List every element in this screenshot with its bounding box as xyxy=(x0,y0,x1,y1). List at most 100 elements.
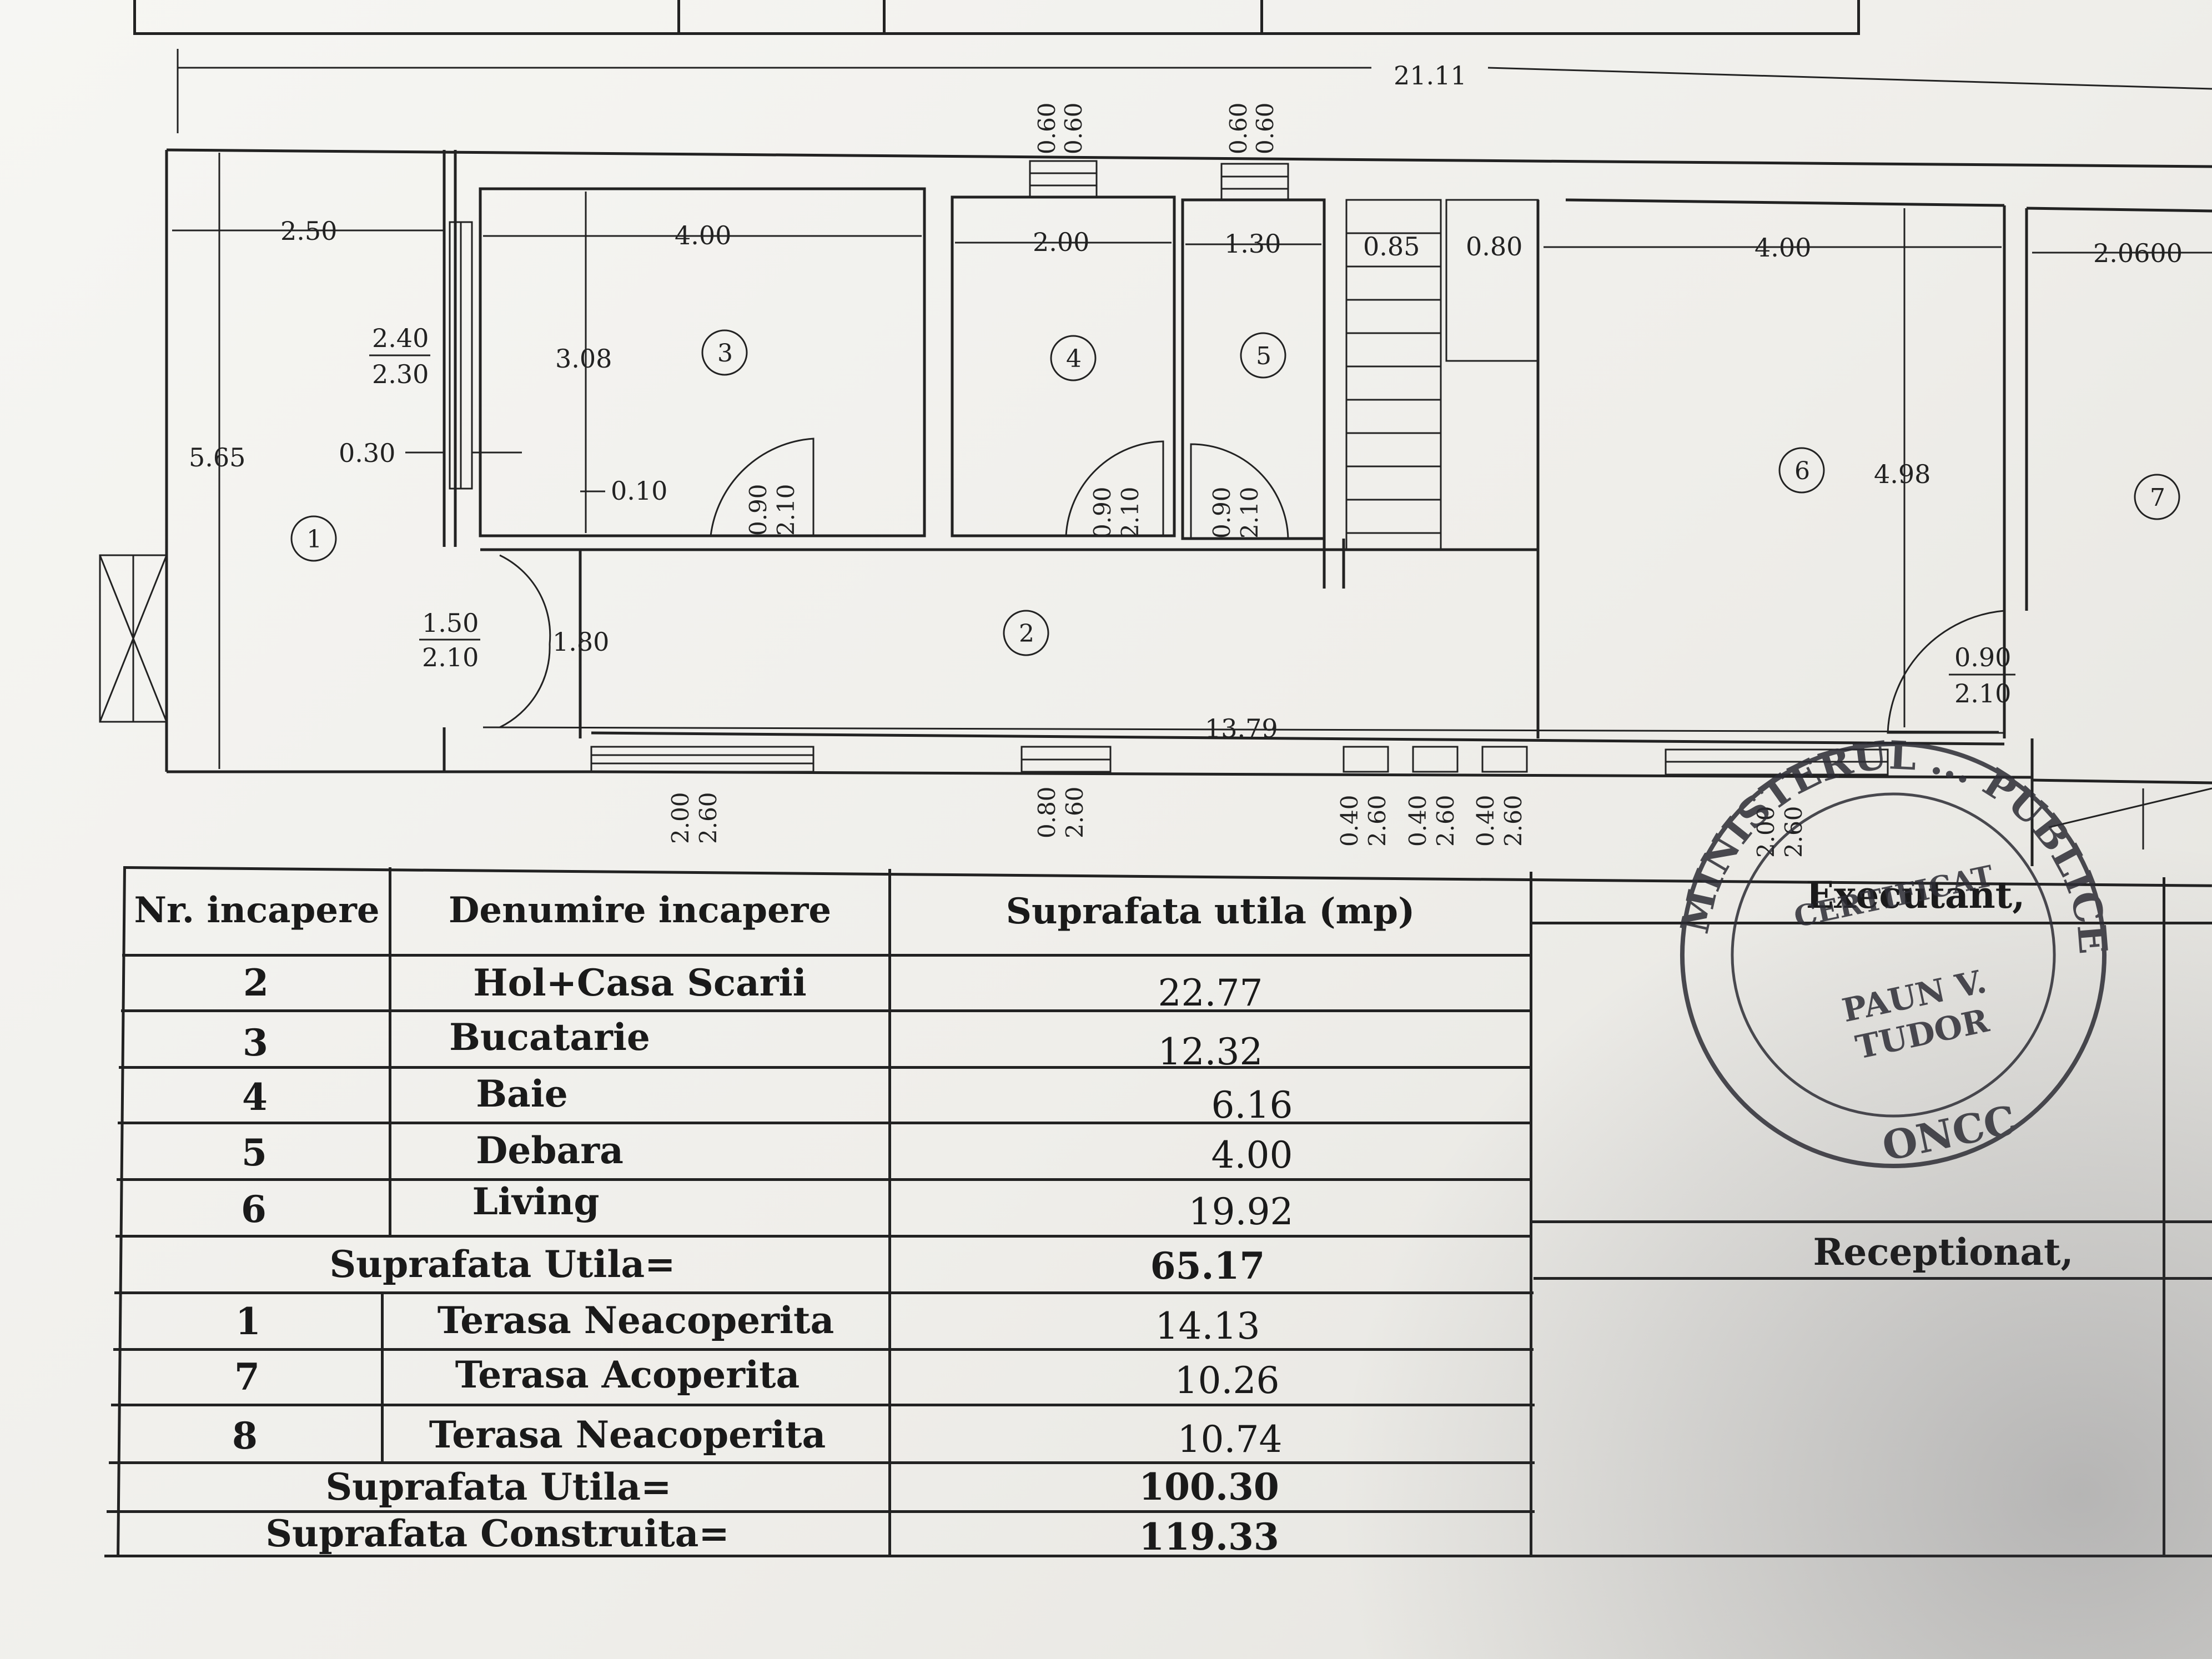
row-area: 4.00 xyxy=(1211,1133,1293,1177)
built-area-value: 119.33 xyxy=(1139,1515,1279,1559)
room-5-label: 5 xyxy=(1256,342,1271,370)
header-name: Denumire incapere xyxy=(448,889,832,931)
windows-bottom xyxy=(590,746,1889,776)
door-w-room3: 0.90 xyxy=(745,484,772,536)
door-w-room4: 0.90 xyxy=(1089,486,1116,539)
win-b6-a: 2.00 xyxy=(1752,806,1779,858)
terrace-area: 14.13 xyxy=(1155,1304,1260,1348)
row-name: Living xyxy=(472,1180,600,1223)
win-b3-a: 0.40 xyxy=(1336,795,1363,847)
receptionat-label: Receptionat, xyxy=(1813,1230,2074,1274)
frac-1-50: 1.50 xyxy=(422,608,479,638)
dim-0-30: 0.30 xyxy=(339,438,395,468)
door-room6 xyxy=(1887,610,2005,734)
row-nr: 5 xyxy=(242,1131,267,1174)
terrace-nr: 8 xyxy=(232,1414,258,1457)
dim-13-79: 13.79 xyxy=(1205,713,1278,743)
door-h-room3: 2.10 xyxy=(772,484,800,536)
door-room3 xyxy=(710,438,815,537)
terrace-nr: 1 xyxy=(235,1300,261,1343)
dim-1-30: 1.30 xyxy=(1224,229,1281,259)
terrace-nr: 7 xyxy=(234,1355,260,1399)
dim-4-00-b: 4.00 xyxy=(1754,233,1811,263)
win-b5-b: 2.60 xyxy=(1500,795,1527,847)
top-table-fragment xyxy=(133,0,1860,35)
room-markers: 1 2 3 4 5 6 7 xyxy=(290,329,2180,656)
door-room4 xyxy=(1065,440,1164,537)
room-6-label: 6 xyxy=(1794,457,1810,485)
row-name: Hol+Casa Scarii xyxy=(473,961,807,1004)
room-4-label: 4 xyxy=(1066,345,1082,373)
overall-width-label: 21.11 xyxy=(1394,61,1467,91)
header-area: Suprafata utila (mp) xyxy=(1006,890,1415,932)
frac-2-10-b: 2.10 xyxy=(1954,678,2011,708)
win-b6-b: 2.60 xyxy=(1780,806,1807,858)
official-stamp: MINISTERUL ... PUBLICE CERTIFICAT PAUN V… xyxy=(1660,722,2120,1170)
win-b1-b: 2.60 xyxy=(695,792,722,844)
subtotal-util-label: Suprafata Utila= xyxy=(329,1243,676,1286)
dim-0-85: 0.85 xyxy=(1363,232,1420,262)
terrace-name: Terasa Acoperita xyxy=(455,1353,800,1396)
door-room5 xyxy=(1190,443,1289,540)
win-b2-a: 0.80 xyxy=(1033,786,1060,838)
room-2-label: 2 xyxy=(1019,620,1034,648)
win-b4-a: 0.40 xyxy=(1404,795,1431,847)
dim-2-0600: 2.0600 xyxy=(2093,238,2183,268)
row-nr: 6 xyxy=(241,1188,267,1231)
header-nr: Nr. incapere xyxy=(134,889,380,931)
frac-2-10-a: 2.10 xyxy=(422,642,479,672)
built-area-label: Suprafata Construita= xyxy=(265,1512,730,1555)
row-area: 22.77 xyxy=(1158,971,1263,1014)
win-b2-b: 2.60 xyxy=(1061,786,1088,838)
frac-2-40: 2.40 xyxy=(372,323,429,353)
door-hall xyxy=(499,554,551,645)
win-top1-b: 0.60 xyxy=(1060,102,1087,154)
dim-4-98: 4.98 xyxy=(1874,459,1931,489)
windows-top xyxy=(449,160,1289,490)
door-h-room5: 2.10 xyxy=(1236,486,1263,539)
dim-4-00-a: 4.00 xyxy=(675,220,731,250)
stairs xyxy=(1346,199,1539,534)
dim-1-80: 1.80 xyxy=(552,627,609,657)
win-b5-a: 0.40 xyxy=(1472,795,1499,847)
dim-5-65: 5.65 xyxy=(189,443,245,472)
dim-0-80: 0.80 xyxy=(1466,232,1522,262)
row-name: Baie xyxy=(476,1072,568,1115)
subtotal-util-value: 65.17 xyxy=(1150,1244,1265,1288)
room-1-label: 1 xyxy=(306,525,322,554)
win-top2-b: 0.60 xyxy=(1251,102,1279,154)
subtotal-util2-label: Suprafata Utila= xyxy=(325,1465,672,1509)
terrace-name: Terasa Neacoperita xyxy=(429,1413,826,1456)
dim-0-10: 0.10 xyxy=(611,476,667,506)
floor-plan: 21.11 xyxy=(99,49,2212,866)
dim-3-08: 3.08 xyxy=(555,344,612,374)
dim-2-50: 2.50 xyxy=(280,216,337,246)
row-name: Debara xyxy=(476,1129,624,1172)
win-b4-b: 2.60 xyxy=(1432,795,1459,847)
door-h-room4: 2.10 xyxy=(1117,486,1144,539)
win-top2-a: 0.60 xyxy=(1225,102,1252,154)
frac-2-30: 2.30 xyxy=(372,359,429,389)
row-name: Bucatarie xyxy=(449,1015,650,1059)
dim-2-00: 2.00 xyxy=(1033,227,1089,257)
room-3-label: 3 xyxy=(717,339,733,368)
executant-label: Executant, xyxy=(1806,873,2025,917)
row-nr: 4 xyxy=(242,1075,268,1119)
row-area: 6.16 xyxy=(1211,1083,1293,1127)
door-w-room5: 0.90 xyxy=(1208,486,1235,539)
terrace-name: Terasa Neacoperita xyxy=(437,1299,834,1342)
frac-0-90: 0.90 xyxy=(1954,642,2011,672)
terrace-area: 10.74 xyxy=(1177,1417,1283,1461)
subtotal-util2-value: 100.30 xyxy=(1139,1465,1279,1509)
row-nr: 3 xyxy=(243,1021,268,1064)
room-7-label: 7 xyxy=(2150,484,2165,512)
win-top1-a: 0.60 xyxy=(1033,102,1060,154)
row-area: 12.32 xyxy=(1158,1030,1263,1073)
row-nr: 2 xyxy=(243,961,269,1004)
terrace-area: 10.26 xyxy=(1174,1359,1280,1402)
win-b1-a: 2.00 xyxy=(667,792,694,844)
win-b3-b: 2.60 xyxy=(1364,795,1391,847)
row-area: 19.92 xyxy=(1188,1190,1294,1233)
